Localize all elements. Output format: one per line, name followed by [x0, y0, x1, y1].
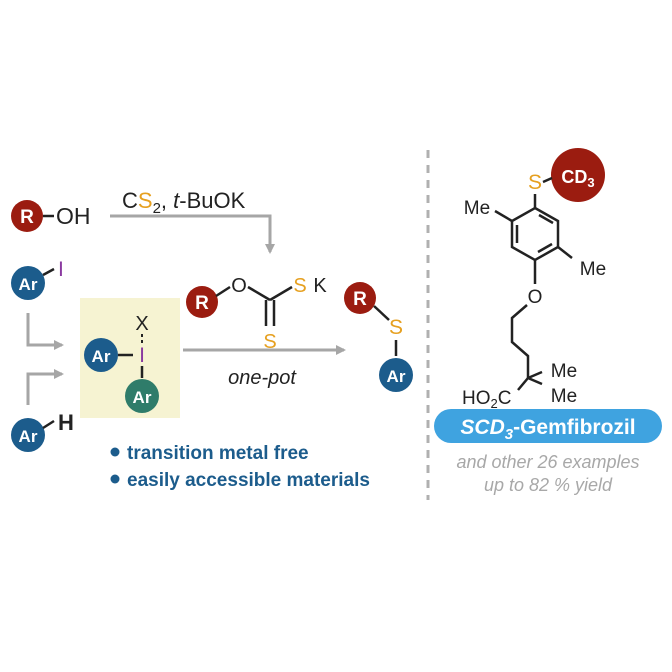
xanthate-formation-arrow	[110, 214, 275, 254]
bond	[494, 209, 513, 223]
aromatic-bond	[537, 242, 553, 254]
bond	[269, 285, 293, 302]
ar-label: Ar	[92, 347, 111, 366]
condition-label: one-pot	[228, 367, 297, 389]
bond	[42, 419, 55, 430]
gemfibrozil-structure: CD3 S Me Me O Me Me HO2C	[462, 148, 606, 411]
ar-ball	[11, 418, 45, 452]
r-ball	[186, 286, 218, 318]
r-label: R	[353, 289, 367, 310]
carboxylic-acid-label: HO2C	[462, 388, 511, 411]
iodine-label: I	[58, 258, 64, 281]
thione-s-label: S	[263, 331, 276, 353]
examples-note: and other 26 examples	[456, 452, 639, 472]
arene-arrow	[26, 369, 64, 405]
diaryliodonium-salt: X Ar I Ar	[84, 313, 159, 413]
arene-reactant: Ar H	[11, 410, 74, 452]
bond	[373, 305, 390, 321]
ar-label: Ar	[19, 427, 38, 446]
compound-name-pill: SCD3-Gemfibrozil	[434, 409, 662, 443]
aromatic-bond	[538, 213, 554, 225]
bullet-text: transition metal free	[127, 443, 309, 464]
alcohol-reactant: R OH	[11, 200, 91, 232]
bond	[42, 267, 55, 277]
cd3-ball	[551, 148, 605, 202]
yield-note: up to 82 % yield	[484, 475, 613, 495]
h-label: H	[58, 410, 74, 435]
ar-label: Ar	[19, 275, 38, 294]
methyl-label: Me	[551, 361, 577, 382]
xanthate-intermediate: R O S K S	[186, 275, 327, 353]
xanthate-k-label: K	[313, 275, 327, 297]
bond	[557, 246, 573, 259]
bond	[527, 370, 543, 380]
bond	[517, 377, 529, 391]
bond	[247, 285, 271, 302]
benzene-ring	[510, 206, 560, 262]
bullet-dot	[110, 474, 120, 484]
ar-label: Ar	[387, 367, 406, 386]
xanthate-o-label: O	[231, 275, 247, 297]
aryl-iodide-reactant: Ar I	[11, 258, 64, 300]
r-ball	[344, 282, 376, 314]
oh-label: OH	[56, 203, 91, 229]
sulfur-label: S	[528, 171, 542, 194]
reagent-text: CS2, t-BuOK	[122, 188, 246, 217]
aryl-iodide-arrow	[26, 313, 64, 350]
r-label: R	[20, 207, 34, 228]
iodine-label: I	[139, 344, 145, 367]
bond	[542, 176, 553, 184]
ar-ball	[379, 358, 413, 392]
ar-ball-teal	[125, 379, 159, 413]
counterion-x-label: X	[135, 313, 148, 335]
xanthate-s-label: S	[293, 275, 306, 297]
bond	[215, 285, 231, 298]
methyl-label: Me	[551, 386, 577, 407]
r-label: R	[195, 293, 209, 314]
r-ball	[11, 200, 43, 232]
methyl-label: Me	[580, 259, 606, 280]
pill-background	[434, 409, 662, 443]
methyl-label: Me	[464, 198, 490, 219]
bullet-dot	[110, 447, 120, 457]
ar-ball	[11, 266, 45, 300]
bond	[527, 376, 543, 386]
bullet-text: easily accessible materials	[127, 470, 370, 491]
pill-text: SCD3-Gemfibrozil	[460, 416, 635, 443]
feature-bullets: transition metal free easily accessible …	[110, 443, 370, 491]
thioether-product: R S Ar	[344, 282, 413, 392]
alkyl-chain	[510, 304, 530, 378]
ar-ball	[84, 338, 118, 372]
ether-o-label: O	[528, 287, 543, 308]
ar-label: Ar	[133, 388, 152, 407]
sulfur-label: S	[389, 316, 403, 339]
cd3-label: CD3	[561, 167, 594, 190]
